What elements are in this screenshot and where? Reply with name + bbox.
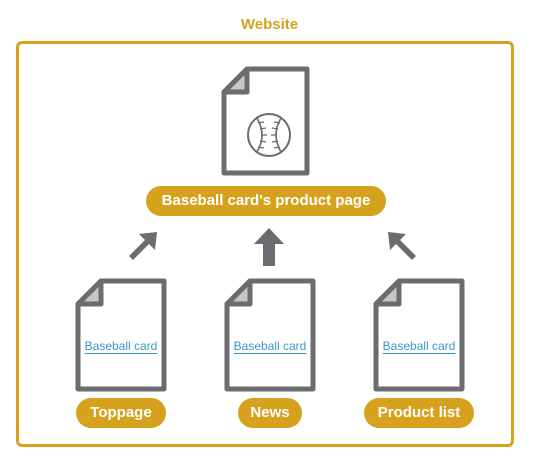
arrow-up-left-icon — [388, 232, 416, 260]
toppage-baseball-card-link[interactable]: Baseball card — [84, 339, 158, 353]
arrow-up-right-icon — [129, 232, 157, 260]
news-document-icon — [224, 278, 316, 392]
website-label: Website — [240, 16, 299, 33]
product-page-label: Baseball card's product page — [146, 186, 386, 216]
website-frame — [16, 41, 514, 447]
product-list-document-icon — [373, 278, 465, 392]
baseball-icon — [247, 113, 291, 157]
product-list-label: Product list — [364, 398, 474, 428]
arrow-up-icon — [254, 228, 284, 266]
news-label: News — [238, 398, 302, 428]
toppage-document-icon — [75, 278, 167, 392]
product-list-baseball-card-link[interactable]: Baseball card — [382, 339, 456, 353]
news-baseball-card-link[interactable]: Baseball card — [233, 339, 307, 353]
product-page-document-icon — [221, 66, 310, 176]
toppage-label: Toppage — [76, 398, 166, 428]
